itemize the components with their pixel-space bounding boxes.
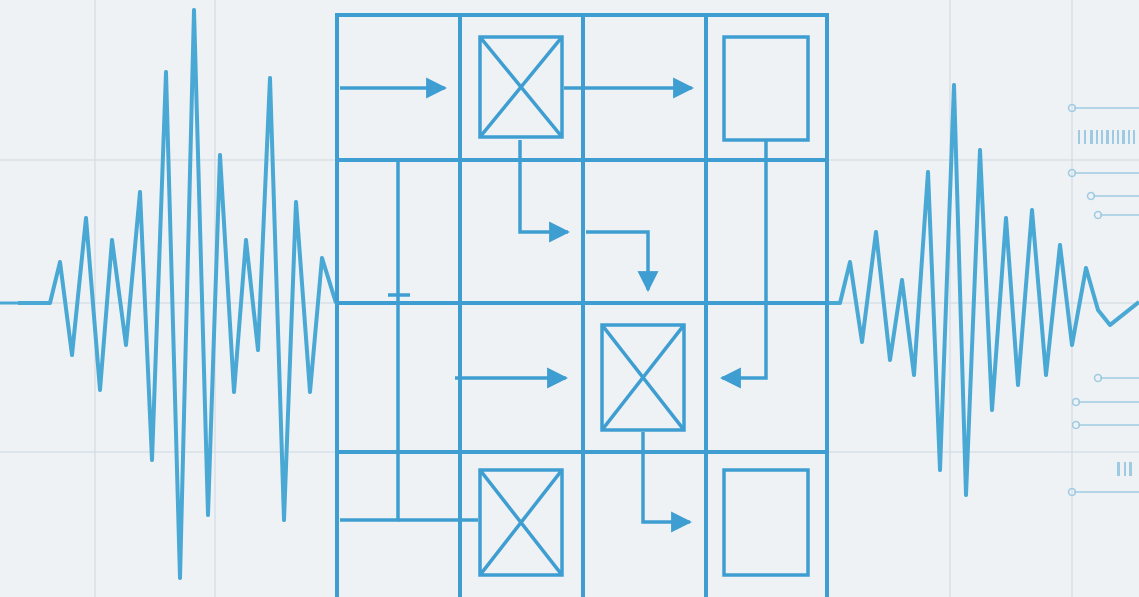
feedback-line (340, 160, 400, 522)
signal-flow-connectors (340, 77, 768, 533)
arrow-down-icon (586, 230, 659, 293)
empty-box-icon (722, 35, 810, 142)
empty-box-icon (722, 468, 810, 577)
arrow-right-icon (641, 432, 693, 533)
crossed-box-icon (600, 323, 686, 432)
crossed-box-icon (478, 468, 564, 577)
barcode-marks (1078, 130, 1135, 476)
left-waveform (18, 8, 338, 580)
arrow-right-icon (518, 140, 571, 243)
arrow-left-icon (719, 140, 768, 389)
block-grid (335, 13, 829, 597)
circuit-traces (1067, 103, 1139, 497)
crossed-box-icon (478, 35, 564, 139)
right-waveform (828, 83, 1139, 497)
